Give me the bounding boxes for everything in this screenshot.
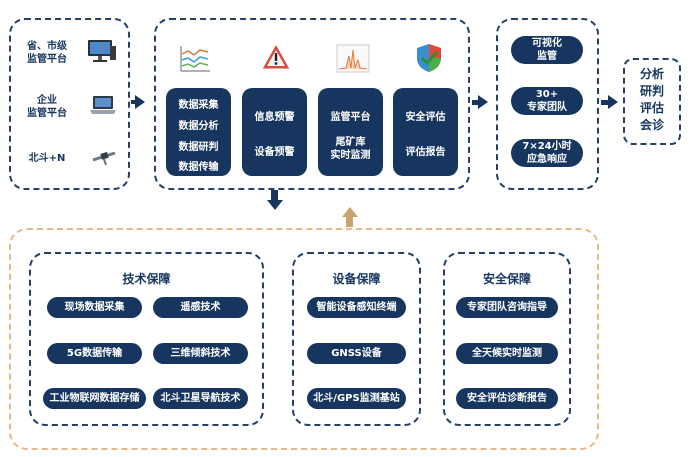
- column-item-assessment-report: 评估报告: [405, 147, 446, 158]
- service-expert-team: 30+ 专家团队: [511, 87, 583, 115]
- tech-item-oblique-3d: 三维倾斜技术: [153, 343, 248, 364]
- pipeline-column-data: 数据采集 数据分析 数据研判 数据传输: [166, 88, 231, 176]
- flow-arrow-up: [342, 207, 358, 217]
- service-emergency-response: 7×24小时 应急响应: [511, 139, 583, 167]
- pipeline-column-monitoring: 监管平台 尾矿库 实时监测: [318, 88, 383, 176]
- device-support-title: 设备保障: [332, 272, 381, 286]
- flow-arrow-right-1: [135, 95, 145, 109]
- column-item-info-warning: 信息预警: [254, 112, 295, 123]
- safety-support-title: 安全保障: [482, 272, 531, 286]
- warning-triangle-icon: [260, 42, 292, 76]
- line-chart-icon: [178, 44, 212, 78]
- column-item-tailings-monitor: 尾矿库 实时监测: [330, 137, 371, 161]
- device-support-panel: [292, 252, 421, 426]
- device-item-gps-station: 北斗/GPS监测基站: [307, 388, 406, 409]
- pipeline-column-safety: 安全评估 评估报告: [393, 88, 458, 176]
- tech-item-5g-transfer: 5G数据传输: [47, 343, 142, 364]
- flow-arrow-right-3-stem: [601, 100, 609, 105]
- sources-panel: [9, 18, 130, 190]
- flow-arrow-right-2-stem: [472, 100, 479, 105]
- column-item-data-transfer: 数据传输: [178, 162, 219, 173]
- tech-item-onsite-collection: 现场数据采集: [47, 297, 142, 318]
- support-panel: [9, 228, 599, 450]
- result-label: 分析 研判 评估 会诊: [639, 67, 664, 132]
- column-item-data-judgement: 数据研判: [178, 142, 219, 153]
- desktop-computer-icon: [86, 38, 118, 68]
- safety-item-diagnosis-report: 安全评估诊断报告: [456, 388, 558, 409]
- safety-item-expert-consult: 专家团队咨询指导: [456, 297, 558, 318]
- source-label-enterprise: 企业 监管平台: [27, 95, 67, 119]
- safety-support-panel: [443, 252, 571, 426]
- tech-item-remote-sensing: 遥感技术: [153, 297, 248, 318]
- tech-item-iiot-storage: 工业物联网数据存储: [43, 388, 146, 409]
- column-item-safety-assessment: 安全评估: [405, 112, 446, 123]
- tech-support-title: 技术保障: [122, 272, 171, 286]
- column-item-data-collection: 数据采集: [178, 100, 219, 111]
- safety-item-realtime-monitor: 全天候实时监测: [456, 343, 558, 364]
- flow-arrow-right-2: [478, 95, 488, 109]
- security-shield-icon: [413, 42, 445, 78]
- satellite-icon: [89, 145, 119, 171]
- device-item-gnss: GNSS设备: [307, 343, 406, 364]
- column-item-monitor-platform: 监管平台: [330, 112, 371, 123]
- source-label-beidou: 北斗+N: [28, 153, 66, 164]
- flow-arrow-down: [267, 200, 283, 210]
- tech-item-beidou-navigation: 北斗卫星导航技术: [153, 388, 248, 409]
- flow-arrow-down-stem: [271, 190, 278, 200]
- column-item-data-analysis: 数据分析: [178, 121, 219, 132]
- column-item-device-warning: 设备预警: [254, 147, 295, 158]
- pipeline-column-warning: 信息预警 设备预警: [242, 88, 307, 176]
- flow-arrow-right-3: [608, 95, 618, 109]
- flow-arrow-up-stem: [346, 217, 353, 227]
- tech-support-panel: [29, 252, 264, 426]
- result-panel: [623, 58, 681, 145]
- service-visual-supervision: 可视化 监管: [511, 36, 583, 64]
- pipeline-panel: [154, 18, 470, 190]
- spectrum-chart-icon: [336, 44, 370, 78]
- flow-arrow-right-1-stem: [131, 100, 136, 104]
- services-panel: [496, 18, 599, 190]
- laptop-icon: [88, 94, 118, 120]
- device-item-smart-terminal: 智能设备感知终端: [307, 297, 406, 318]
- source-label-provincial: 省、市级 监管平台: [27, 41, 67, 65]
